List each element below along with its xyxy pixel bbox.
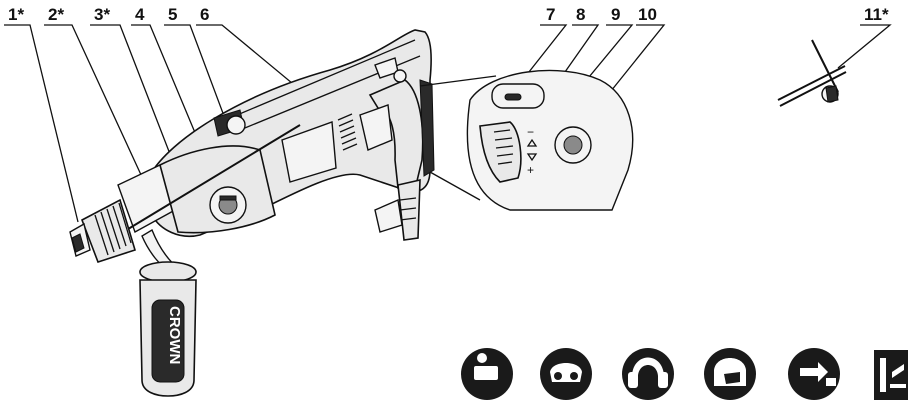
callout-6: 6	[200, 5, 209, 24]
trigger-ridges	[493, 129, 514, 165]
chuck-key	[777, 39, 847, 107]
vent-slots	[337, 113, 358, 151]
keyed-chuck	[69, 198, 136, 263]
callout-11: 11*	[864, 5, 889, 24]
speed-minus-symbol: −	[527, 125, 534, 139]
disposal-icon	[874, 350, 908, 400]
ear-protection-icon	[622, 348, 674, 400]
chuck-teeth	[94, 202, 132, 256]
callout-9: 9	[611, 5, 620, 24]
speed-plus-symbol: +	[527, 163, 534, 177]
dust-mask-icon	[704, 348, 756, 400]
safety-goggles-icon	[540, 348, 592, 400]
speed-dial	[209, 186, 247, 224]
callout-7: 7	[546, 5, 555, 24]
detail-callout: − +	[419, 69, 634, 211]
callout-10: 10	[638, 5, 657, 24]
callout-5: 5	[168, 5, 177, 24]
handle-brand-text: CROWN	[166, 306, 183, 364]
callout-3: 3*	[94, 5, 110, 24]
read-manual-icon	[461, 348, 513, 400]
auxiliary-handle: CROWN	[139, 228, 197, 397]
unplug-before-service-icon	[788, 348, 840, 400]
callout-1: 1*	[8, 5, 24, 24]
callout-8: 8	[576, 5, 585, 24]
callout-labels: 1* 2* 3* 4 5 6 7 8 9 10 11*	[8, 5, 889, 24]
drill-body	[109, 29, 435, 241]
callout-2: 2*	[48, 5, 64, 24]
callout-4: 4	[135, 5, 145, 24]
safety-icons	[461, 348, 908, 400]
